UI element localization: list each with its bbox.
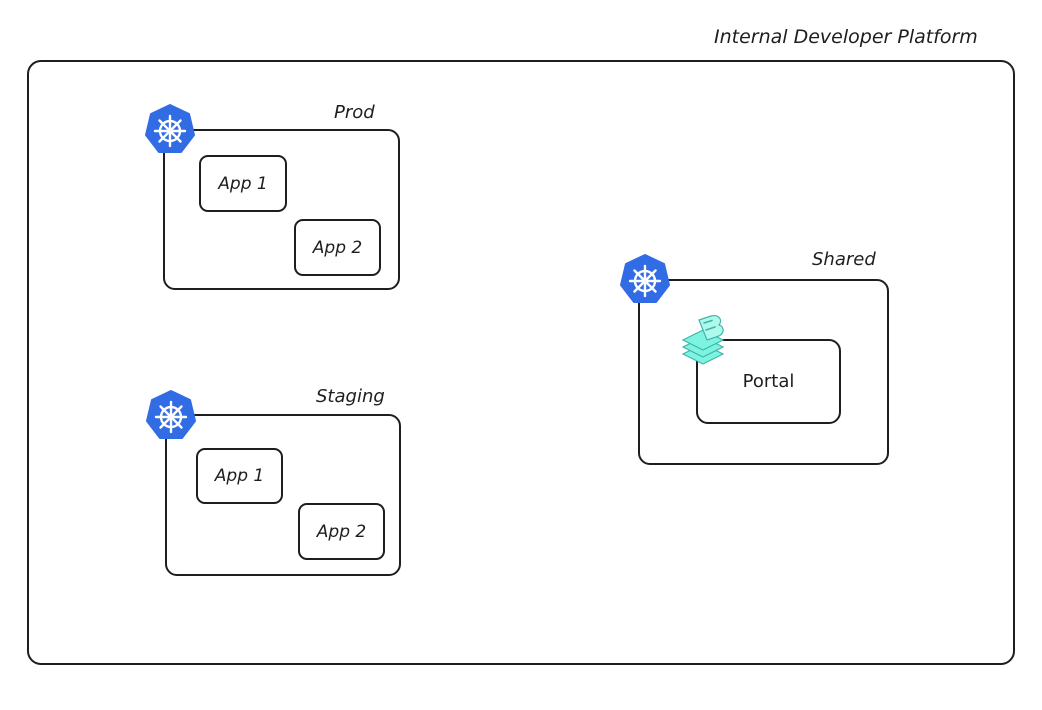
cluster-frame-staging[interactable] xyxy=(165,414,401,576)
cluster-label-staging: Staging xyxy=(316,386,385,407)
app-label: App 2 xyxy=(312,237,363,258)
app-box-staging-app2[interactable]: App 2 xyxy=(298,503,385,560)
cluster-label-prod: Prod xyxy=(334,102,375,123)
platform-title: Internal Developer Platform xyxy=(714,26,978,48)
cluster-label-shared: Shared xyxy=(812,249,876,270)
kubernetes-icon xyxy=(620,254,670,303)
kubernetes-icon xyxy=(145,104,195,153)
backstage-icon xyxy=(681,315,725,365)
cluster-frame-prod[interactable] xyxy=(163,129,400,290)
app-label: Portal xyxy=(742,371,795,392)
app-label: App 1 xyxy=(214,466,265,486)
app-label: App 1 xyxy=(218,173,268,194)
app-box-prod-app1[interactable]: App 1 xyxy=(199,155,287,212)
kubernetes-icon xyxy=(146,390,196,439)
app-box-staging-app1[interactable]: App 1 xyxy=(196,448,283,504)
cluster-frame-shared[interactable] xyxy=(638,279,889,465)
app-box-prod-app2[interactable]: App 2 xyxy=(294,219,381,276)
app-label: App 2 xyxy=(316,521,367,542)
platform-boundary[interactable] xyxy=(27,60,1015,665)
